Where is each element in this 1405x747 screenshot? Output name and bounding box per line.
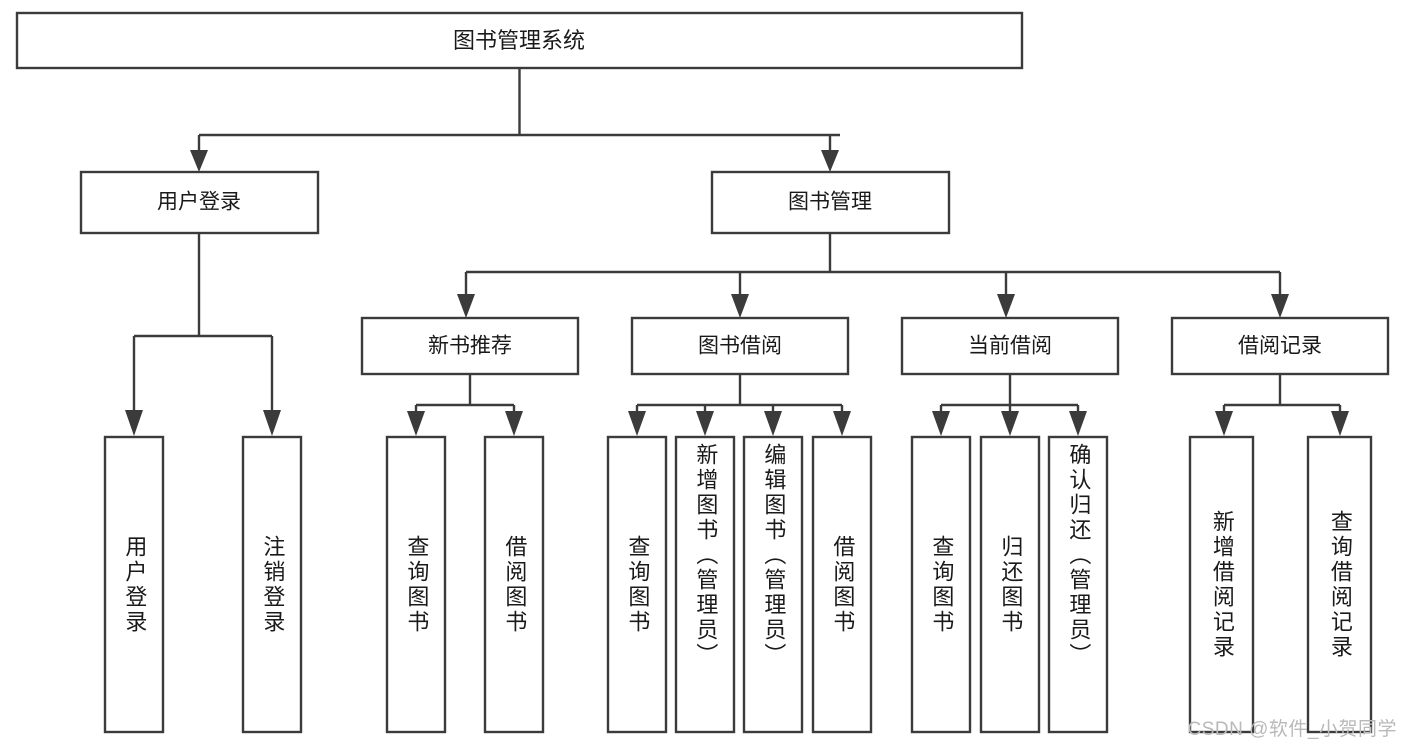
node-book-borrow-label: 图书借阅 [698, 335, 782, 358]
leaf-box-logout-login[interactable] [241, 435, 303, 734]
node-user-login[interactable]: 用户登录 [79, 170, 320, 235]
leaf-box-query-book-1[interactable] [385, 435, 447, 734]
node-current-borrow[interactable]: 当前借阅 [900, 316, 1120, 376]
node-book-borrow[interactable]: 图书借阅 [630, 316, 850, 376]
connector-bookmgmt-to-level3 [457, 233, 1289, 318]
leaf-box-user-login[interactable] [103, 435, 165, 734]
connector-userlogin-to-leaves [125, 233, 281, 436]
node-root[interactable]: 图书管理系统 [15, 11, 1024, 70]
leaf-box-edit-book[interactable] [742, 435, 804, 734]
node-borrow-record-label: 借阅记录 [1238, 335, 1322, 358]
leaf-box-borrow-book-2[interactable] [811, 435, 873, 734]
node-book-management-label: 图书管理 [788, 191, 872, 214]
node-user-login-label: 用户登录 [157, 191, 241, 214]
leaf-box-return-book[interactable] [979, 435, 1041, 734]
leaf-boxes [103, 435, 1373, 734]
connector-bookborrow-to-leaves [628, 374, 851, 436]
node-book-management[interactable]: 图书管理 [710, 170, 951, 235]
node-root-label: 图书管理系统 [453, 28, 585, 53]
node-borrow-record[interactable]: 借阅记录 [1170, 316, 1390, 376]
leaf-box-add-book[interactable] [674, 435, 736, 734]
leaf-box-query-record[interactable] [1306, 435, 1373, 734]
node-new-book-recommend[interactable]: 新书推荐 [360, 316, 580, 376]
leaf-box-query-book-2[interactable] [606, 435, 668, 734]
connector-currentborrow-to-leaves [932, 374, 1087, 436]
leaf-box-query-book-3[interactable] [910, 435, 972, 734]
watermark-text: CSDN @软件_小贺同学 [1187, 719, 1397, 740]
node-new-book-recommend-label: 新书推荐 [428, 335, 512, 358]
connector-newbook-to-leaves [407, 374, 523, 436]
leaf-box-borrow-book-1[interactable] [483, 435, 545, 734]
leaf-box-confirm-return[interactable] [1047, 435, 1109, 734]
connector-borrowrecord-to-leaves [1215, 374, 1349, 436]
leaf-box-add-record[interactable] [1188, 435, 1255, 734]
node-current-borrow-label: 当前借阅 [968, 335, 1052, 358]
connector-root-to-level2 [190, 68, 840, 172]
